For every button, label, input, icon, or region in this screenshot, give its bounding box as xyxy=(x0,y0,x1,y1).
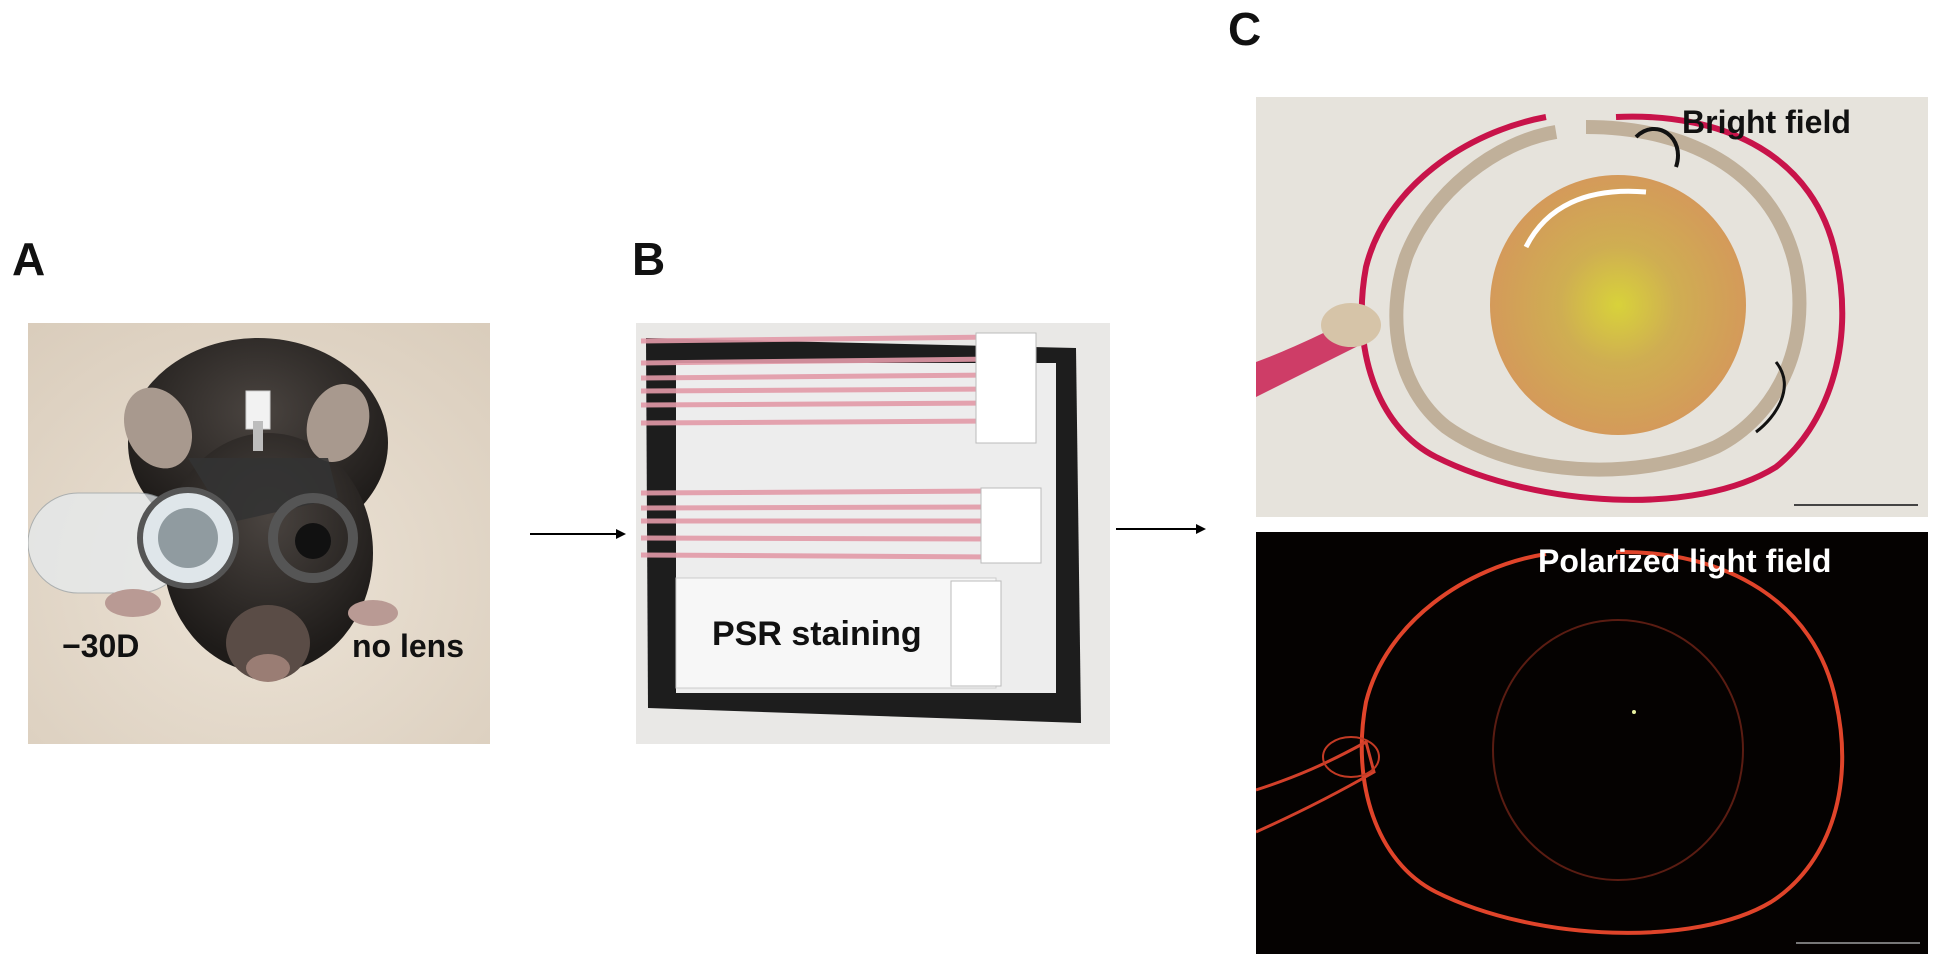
polarized-light-field-label: Polarized light field xyxy=(1538,543,1832,579)
panel-letter-b: B xyxy=(632,233,666,285)
no-lens-label: no lens xyxy=(352,628,465,664)
psr-staining-label: PSR staining xyxy=(712,615,922,653)
panel-letter-c: C xyxy=(1228,3,1262,55)
slide-rack-photo xyxy=(636,323,1110,744)
polarized-light-micrograph xyxy=(1256,532,1928,954)
panel-letter-a: A xyxy=(12,233,46,285)
arrow-a-to-b xyxy=(530,529,626,539)
bright-field-label: Bright field xyxy=(1682,104,1851,140)
minus-30d-label: −30D xyxy=(62,628,140,664)
mouse-photo xyxy=(28,323,490,744)
arrow-b-to-c xyxy=(1116,524,1206,534)
bright-field-micrograph xyxy=(1256,97,1928,517)
